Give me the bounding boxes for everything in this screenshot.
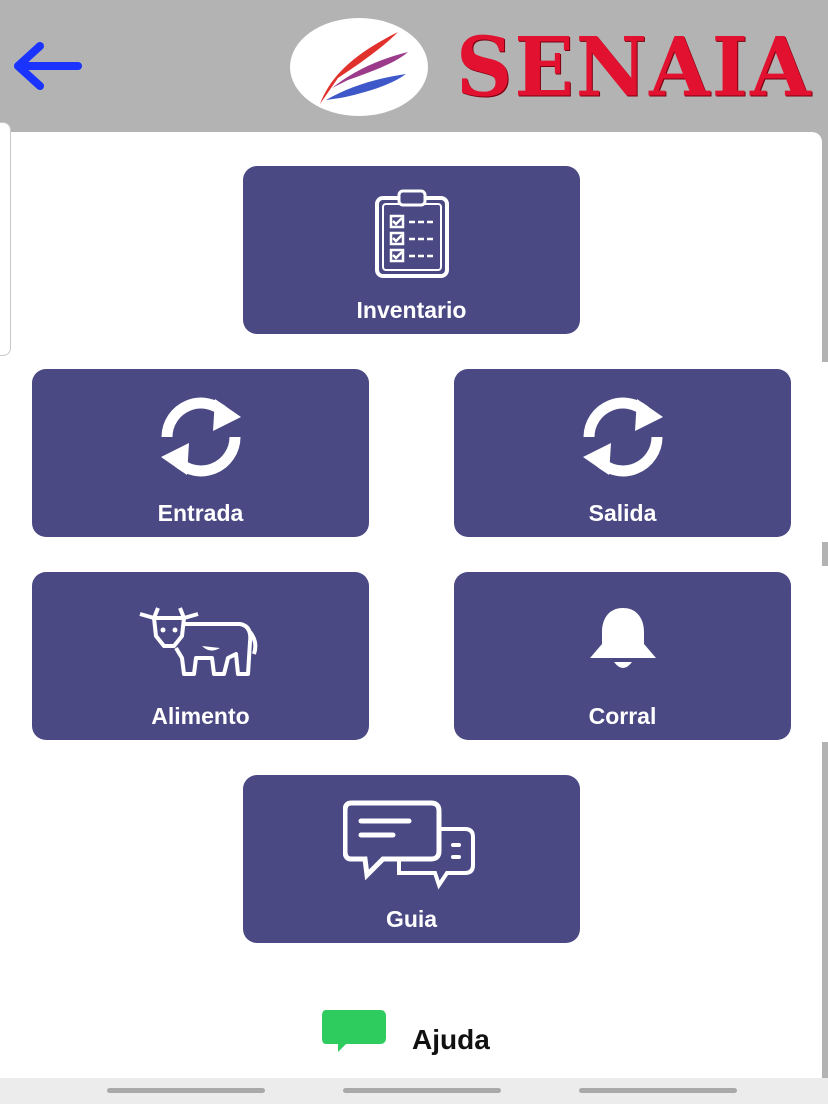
chat-bubbles-icon	[343, 800, 475, 890]
bell-icon	[590, 608, 656, 668]
corral-button[interactable]: Corral	[454, 572, 791, 740]
brand-logo	[290, 18, 428, 116]
inventario-button[interactable]: Inventario	[243, 166, 580, 334]
entrada-button[interactable]: Entrada	[32, 369, 369, 537]
help-label[interactable]: Ajuda	[412, 1024, 490, 1055]
nav-handle-left[interactable]	[107, 1088, 265, 1093]
salida-button[interactable]: Salida	[454, 369, 791, 537]
arrow-left-icon	[14, 42, 82, 90]
salida-label: Salida	[588, 500, 657, 526]
logo-mark	[320, 32, 408, 104]
sync-arrows-icon	[583, 397, 663, 477]
nav-handle-right[interactable]	[579, 1088, 737, 1093]
alimento-label: Alimento	[151, 703, 250, 729]
inventario-label: Inventario	[356, 297, 467, 323]
brand-title: SENAIA	[456, 19, 813, 116]
app-header: SENAIA	[0, 0, 828, 132]
system-nav-bar	[0, 1078, 828, 1104]
corral-label: Corral	[588, 703, 657, 729]
chat-bubble-icon	[322, 1010, 386, 1052]
nav-handle-center[interactable]	[343, 1088, 501, 1093]
guia-button[interactable]: Guia	[243, 775, 580, 943]
help-button[interactable]	[320, 1008, 388, 1059]
side-handle[interactable]	[0, 122, 11, 356]
cow-icon	[139, 607, 258, 676]
right-edge-tab	[820, 362, 828, 542]
clipboard-checklist-icon	[375, 189, 449, 278]
entrada-label: Entrada	[157, 500, 244, 526]
alimento-button[interactable]: Alimento	[32, 572, 369, 740]
right-edge-tab	[820, 566, 828, 742]
sync-arrows-icon	[161, 397, 241, 477]
guia-label: Guia	[385, 906, 438, 932]
back-button[interactable]	[12, 40, 84, 92]
